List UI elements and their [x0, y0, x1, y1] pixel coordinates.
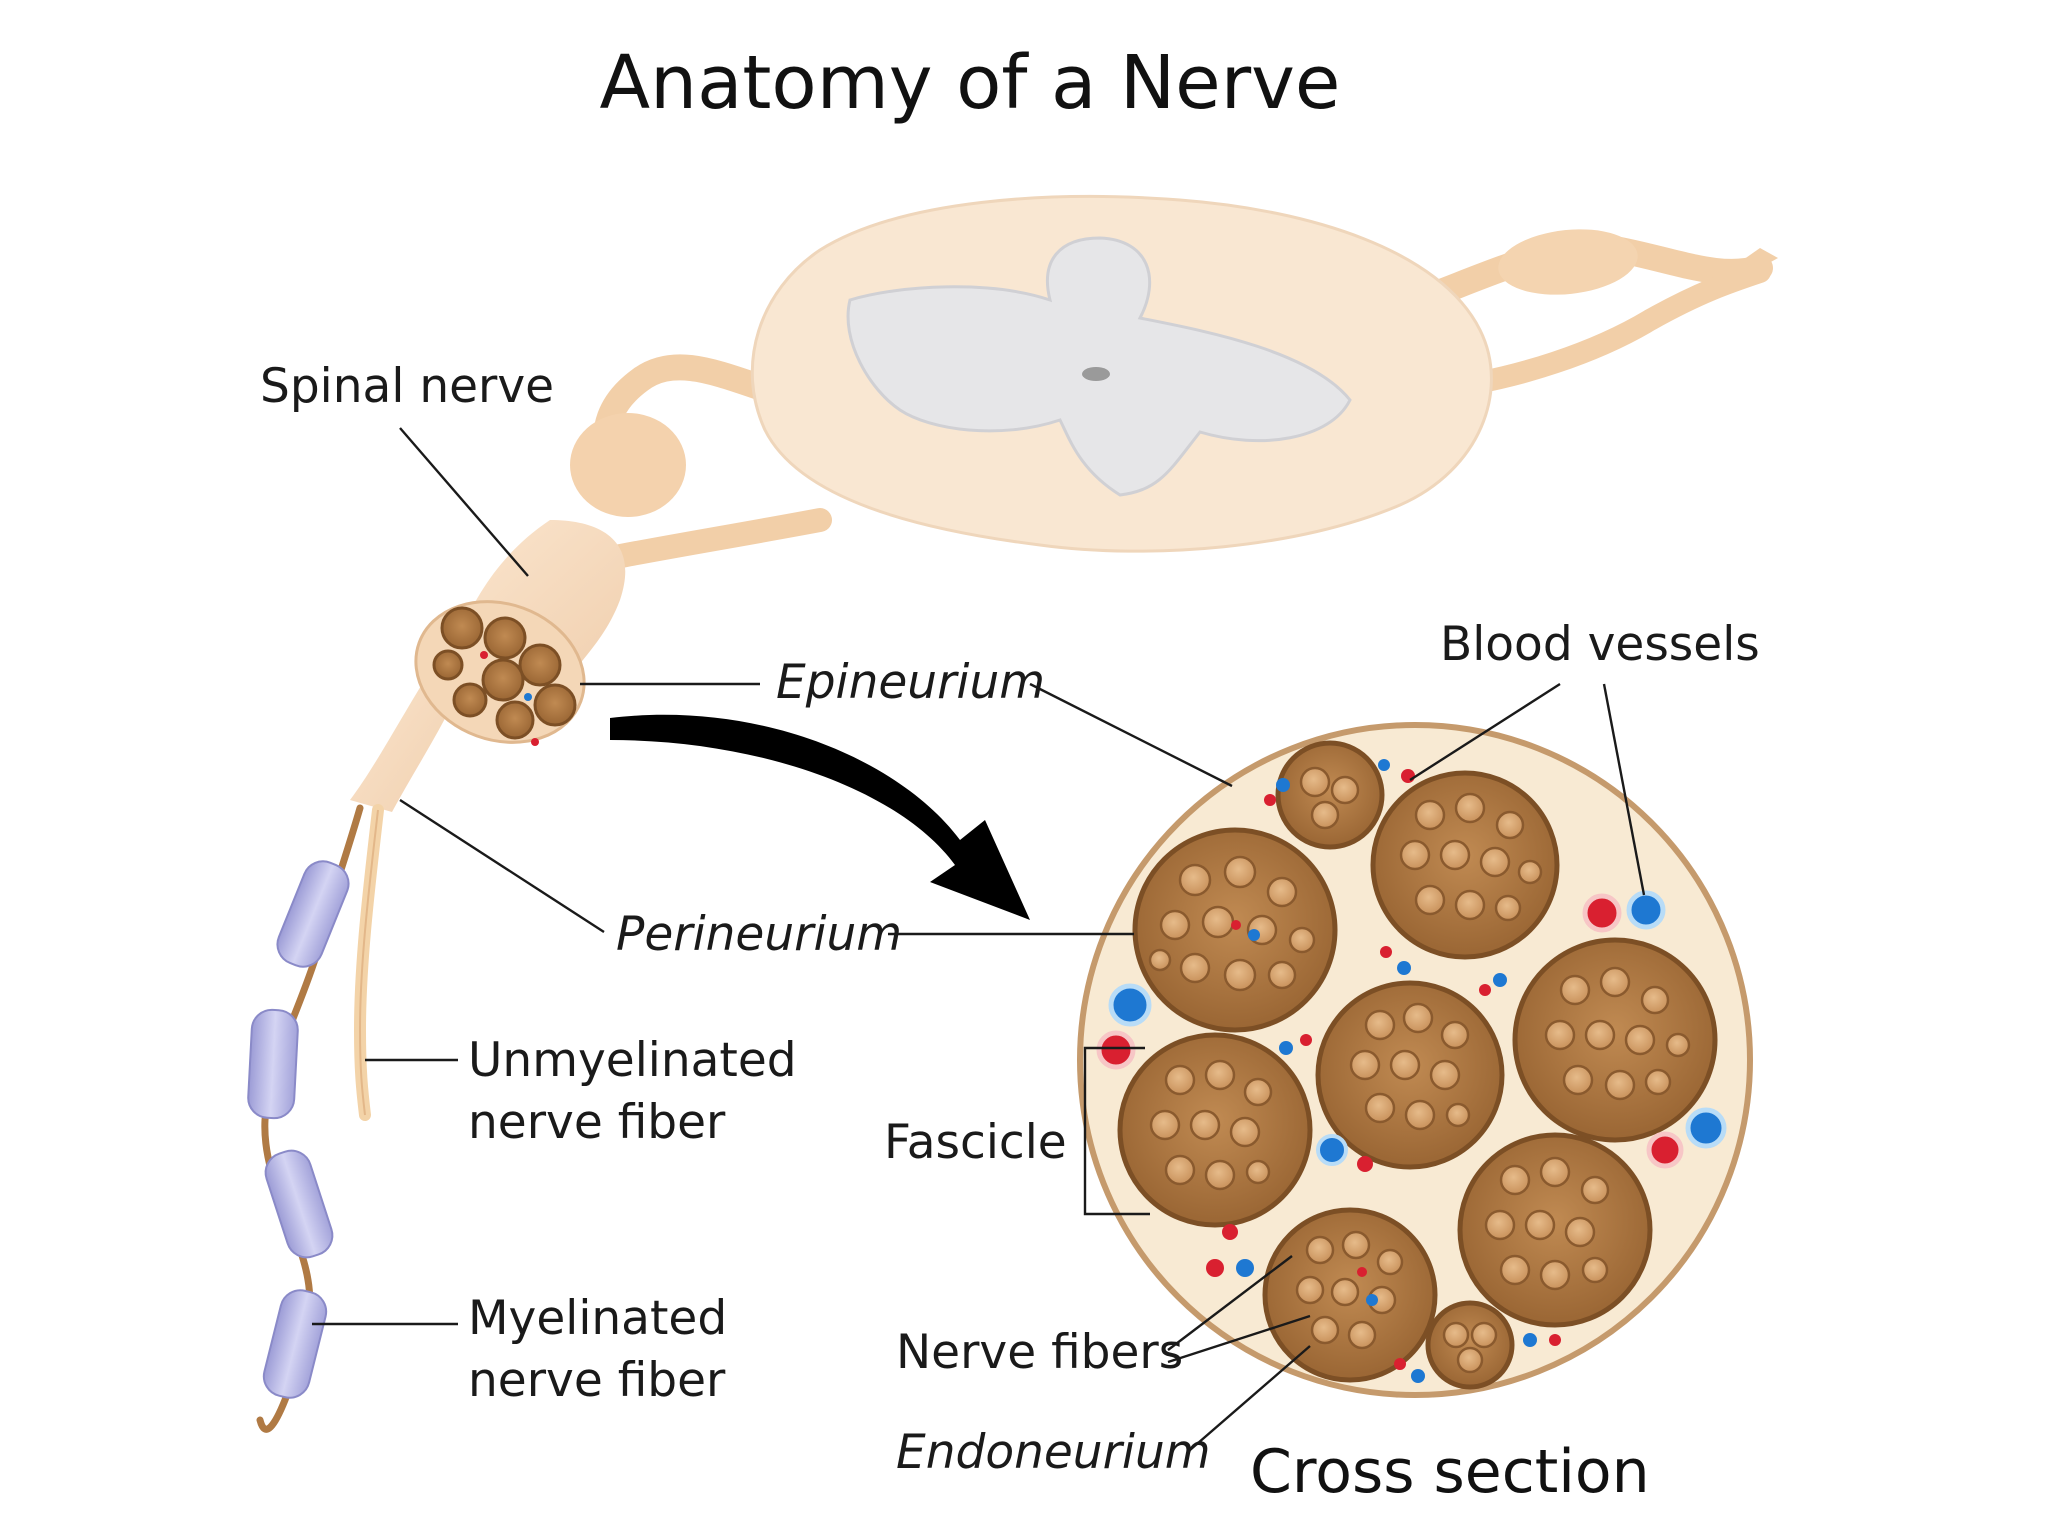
label-perineurium: Perineurium	[616, 907, 902, 962]
label-blood-vessels: Blood vessels	[1440, 617, 1760, 672]
label-epineurium: Epineurium	[776, 655, 1045, 710]
label-cross-section: Cross section	[1250, 1437, 1650, 1507]
fascicle	[1275, 740, 1385, 850]
label-unmyelinated-line1: Unmyelinated	[468, 1033, 797, 1088]
fiber-pattern	[1148, 766, 1691, 1374]
spinal-cord-illustration	[350, 195, 1778, 812]
nerve-cut-end	[414, 600, 586, 746]
cross-section-illustration	[1077, 722, 1753, 1398]
diagram-title: Anatomy of a Nerve	[600, 40, 1341, 126]
label-fascicle: Fascicle	[884, 1115, 1067, 1170]
blood-vessel-group	[1096, 759, 1727, 1383]
label-myelinated-line1: Myelinated	[468, 1291, 727, 1346]
label-nerve-fibers: Nerve fibers	[896, 1325, 1183, 1380]
label-spinal-nerve: Spinal nerve	[260, 359, 554, 414]
nerve-fibers-emerging	[247, 804, 384, 1433]
label-myelinated-line2: nerve fiber	[468, 1353, 726, 1408]
fascicle	[1425, 1300, 1515, 1390]
label-unmyelinated-line2: nerve fiber	[468, 1095, 726, 1150]
magnify-arrow	[610, 714, 1030, 920]
label-endoneurium: Endoneurium	[896, 1425, 1211, 1480]
leader-lines	[312, 427, 1646, 1451]
